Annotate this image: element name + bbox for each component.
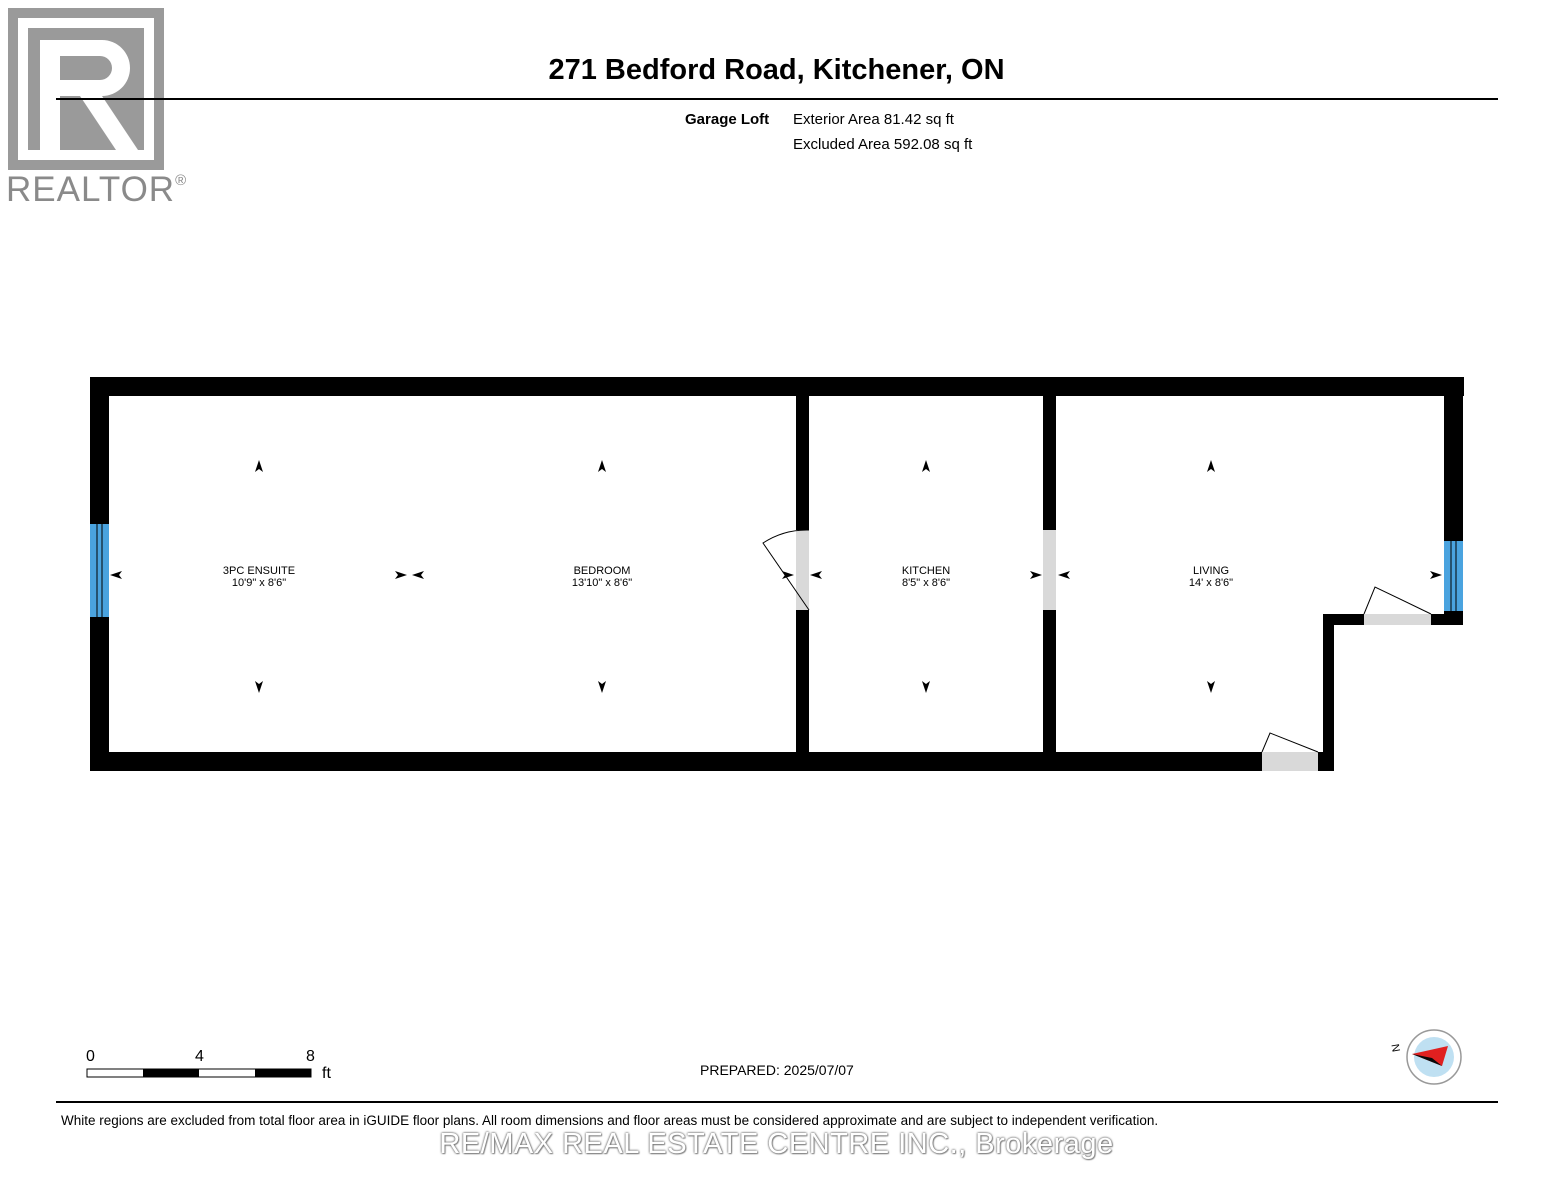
- down-arrow-icon: [255, 681, 263, 693]
- up-arrow-icon: [922, 460, 930, 472]
- bottom-wall-end: [1318, 752, 1334, 771]
- room-dims: 8'5" x 8'6": [902, 577, 950, 589]
- prepared-date: PREPARED: 2025/07/07: [700, 1062, 854, 1078]
- compass: N: [1388, 1028, 1467, 1093]
- brokerage-watermark: RE/MAX REAL ESTATE CENTRE INC., Brokerag…: [439, 1128, 1114, 1160]
- room-name: LIVING: [1193, 565, 1229, 577]
- living-upper-door-opening: [1364, 614, 1431, 625]
- header-divider: [56, 98, 1498, 100]
- compass-north-arrow-icon: [1406, 1029, 1462, 1085]
- living-lower-door-opening: [1262, 752, 1318, 771]
- room-name: 3PC ENSUITE: [223, 565, 295, 577]
- right-window: [1444, 541, 1463, 611]
- left-arrow-icon: [810, 571, 822, 579]
- down-arrow-icon: [922, 681, 930, 693]
- floor-plan: 3PC ENSUITE 10'9" x 8'6" BEDROOM 13'10" …: [90, 377, 1464, 771]
- up-arrow-icon: [1207, 460, 1215, 472]
- scale-tick-0: 0: [86, 1048, 95, 1065]
- bedroom-door-swing: [762, 529, 810, 611]
- room-name: KITCHEN: [902, 565, 950, 577]
- floor-name: Garage Loft: [685, 111, 770, 128]
- dimension-arrows: [110, 460, 1442, 693]
- right-arrow-icon: [1030, 571, 1042, 579]
- room-dims: 14' x 8'6": [1189, 577, 1233, 589]
- living-upper-door-swing: [1363, 586, 1432, 615]
- scale-bar: [86, 1068, 312, 1078]
- right-arrow-icon: [1430, 571, 1442, 579]
- down-arrow-icon: [598, 681, 606, 693]
- up-arrow-icon: [598, 460, 606, 472]
- bedroom-door-opening: [796, 530, 809, 610]
- left-arrow-icon: [110, 571, 122, 579]
- page-title: 271 Bedford Road, Kitchener, ON: [548, 54, 1005, 86]
- excluded-area: Excluded Area 592.08 sq ft: [793, 136, 973, 153]
- realtor-logo: [6, 8, 182, 213]
- room-dims: 13'10" x 8'6": [572, 577, 632, 589]
- up-arrow-icon: [255, 460, 263, 472]
- left-arrow-icon: [1058, 571, 1070, 579]
- left-arrow-icon: [412, 571, 424, 579]
- right-arrow-icon: [395, 571, 407, 579]
- room-name: BEDROOM: [574, 565, 631, 577]
- scale-unit: ft: [322, 1065, 331, 1082]
- living-lower-door-swing: [1261, 732, 1319, 753]
- realtor-wordmark: REALTOR®: [6, 170, 188, 209]
- kitchen-living-opening: [1043, 530, 1056, 610]
- realtor-r-mark: [8, 8, 164, 170]
- scale-tick-4: 4: [195, 1048, 204, 1065]
- scale-tick-8: 8: [306, 1048, 315, 1065]
- notch-side-wall: [1323, 614, 1334, 771]
- right-arrow-icon: [782, 571, 794, 579]
- down-arrow-icon: [1207, 681, 1215, 693]
- footer-divider: [56, 1101, 1498, 1103]
- left-window: [90, 524, 109, 617]
- top-wall: [90, 377, 1464, 396]
- room-dims: 10'9" x 8'6": [232, 577, 286, 589]
- bottom-wall: [90, 752, 1262, 771]
- disclaimer: White regions are excluded from total fl…: [61, 1113, 1159, 1128]
- exterior-area: Exterior Area 81.42 sq ft: [793, 111, 954, 128]
